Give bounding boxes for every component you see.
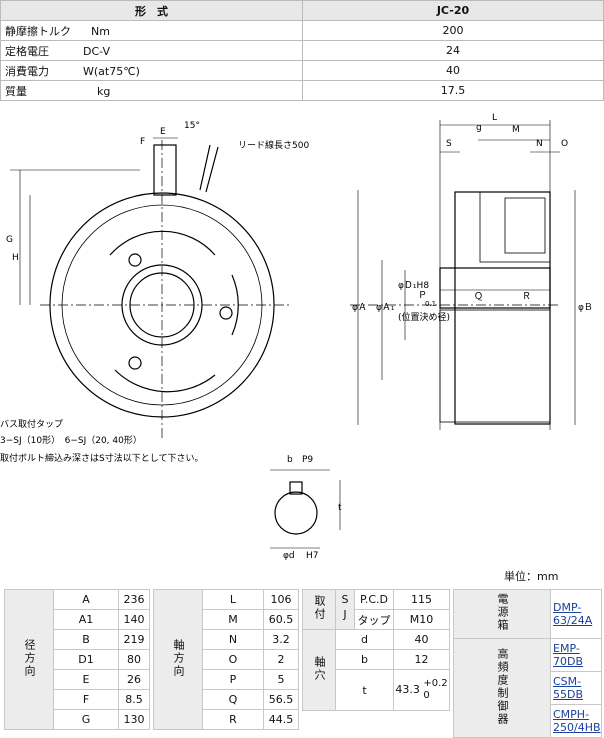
- dim-key-B: B: [53, 629, 119, 650]
- dim-val-A1: 140: [118, 609, 150, 630]
- dim-val-P: 5: [263, 669, 299, 690]
- dim-H: H: [12, 253, 19, 263]
- bore-d-label: d: [335, 629, 394, 650]
- spec-row-mass-value: 17.5: [302, 80, 604, 101]
- sj-label: SJ: [335, 589, 355, 630]
- dim-g: g: [476, 123, 482, 133]
- link-dmp-63[interactable]: DMP-63/24A: [550, 589, 602, 639]
- radial-side-label: 径方向: [4, 589, 54, 730]
- dim-key-L: L: [202, 589, 264, 610]
- pcd-label: P.C.D: [354, 589, 394, 610]
- dim-Q: Ｑ: [474, 292, 483, 302]
- power-box-label: 電源箱: [453, 589, 551, 639]
- dim-F: F: [140, 137, 145, 147]
- dim-key-O: O: [202, 649, 264, 670]
- bore-b-label: b: [335, 649, 394, 670]
- dim-key-E: E: [53, 669, 119, 690]
- dim-val-E: 26: [118, 669, 150, 690]
- power-table: 電源箱 DMP-63/24A 高頻度制御器 EMP-70DB CSM-55DB …: [453, 589, 602, 738]
- dim-val-L: 106: [263, 589, 299, 610]
- dim-phiB: φＢ: [578, 303, 593, 313]
- dim-R: Ｒ: [522, 292, 531, 302]
- dim-S: S: [446, 139, 452, 149]
- lead-length: リード線長さ500: [238, 139, 309, 151]
- spec-row-torque-value: 200: [302, 20, 604, 41]
- shaft-b: b: [287, 455, 293, 465]
- dim-phiA1: φＡ₁: [376, 303, 395, 313]
- controller-label: 高頻度制御器: [453, 638, 551, 738]
- spec-header-model: JC-20: [302, 0, 604, 21]
- spec-row-voltage-value: 24: [302, 40, 604, 61]
- shaft-d: φd: [283, 551, 295, 561]
- tap-label: タップ: [354, 609, 394, 630]
- link-csm-55db[interactable]: CSM-55DB: [550, 671, 602, 705]
- shaft-h7: H7: [306, 551, 319, 561]
- note-bolt: 取付ボルト締込み深さはS寸法以下として下さい。: [0, 452, 203, 464]
- dim-phiD1: φＤ₁H8: [398, 281, 429, 291]
- pcd-value: 115: [393, 589, 450, 610]
- dim-E: E: [160, 127, 166, 137]
- note-tap: バス取付タップ: [0, 419, 63, 430]
- dim-key-A1: A1: [53, 609, 119, 630]
- bore-b-value: 12: [393, 649, 450, 670]
- dim-key-G: G: [53, 709, 119, 730]
- technical-drawing: F E 15° リード線長さ500 G H バス取付タップ 3−SJ（10形） …: [0, 113, 593, 561]
- dim-position: (位置決め径): [398, 311, 450, 323]
- spec-row-power-value: 40: [302, 60, 604, 81]
- shaft-p9: P9: [302, 455, 313, 465]
- dim-M: M: [512, 125, 520, 135]
- dim-key-N: N: [202, 629, 264, 650]
- dim-G: G: [6, 235, 13, 245]
- dim-P: Ｐ: [418, 291, 427, 301]
- dim-key-P: P: [202, 669, 264, 690]
- dim-O: O: [561, 139, 568, 149]
- dim-N: N: [536, 139, 543, 149]
- dim-phiA: φＡ: [352, 303, 367, 313]
- dim-val-M: 60.5: [263, 609, 299, 630]
- dim-key-A: A: [53, 589, 119, 610]
- dim-key-D1: D1: [53, 649, 119, 670]
- dim-key-F: F: [53, 689, 119, 710]
- dim-val-N: 3.2: [263, 629, 299, 650]
- axial-side-label: 軸方向: [153, 589, 203, 730]
- dim-P01: 0.1: [425, 300, 436, 308]
- mount-side-label: 取付: [302, 589, 336, 630]
- bore-d-value: 40: [393, 629, 450, 650]
- dim-val-R: 44.5: [263, 709, 299, 730]
- dim-angle: 15°: [184, 121, 200, 131]
- shaft-t: t: [338, 503, 342, 513]
- dims-table-mount: 取付 SJ P.C.D 115 タップ M10 軸穴 d 40 b 12 t 4…: [302, 589, 450, 711]
- bore-t-label: t: [335, 669, 394, 711]
- dim-L: L: [492, 113, 497, 123]
- spec-header-label: 形 式: [0, 0, 303, 21]
- dim-val-B: 219: [118, 629, 150, 650]
- tap-value: M10: [393, 609, 450, 630]
- dim-key-Q: Q: [202, 689, 264, 710]
- bore-side-label: 軸穴: [302, 629, 336, 711]
- dim-val-Q: 56.5: [263, 689, 299, 710]
- dim-val-D1: 80: [118, 649, 150, 670]
- dim-key-M: M: [202, 609, 264, 630]
- dim-val-F: 8.5: [118, 689, 150, 710]
- dim-val-O: 2: [263, 649, 299, 670]
- dim-key-R: R: [202, 709, 264, 730]
- dim-val-A: 236: [118, 589, 150, 610]
- link-emp-70db[interactable]: EMP-70DB: [550, 638, 602, 672]
- unit-label: 単位：mm: [504, 570, 559, 583]
- note-sj: 3−SJ（10形） 6−SJ（20, 40形）: [0, 434, 142, 446]
- dim-val-G: 130: [118, 709, 150, 730]
